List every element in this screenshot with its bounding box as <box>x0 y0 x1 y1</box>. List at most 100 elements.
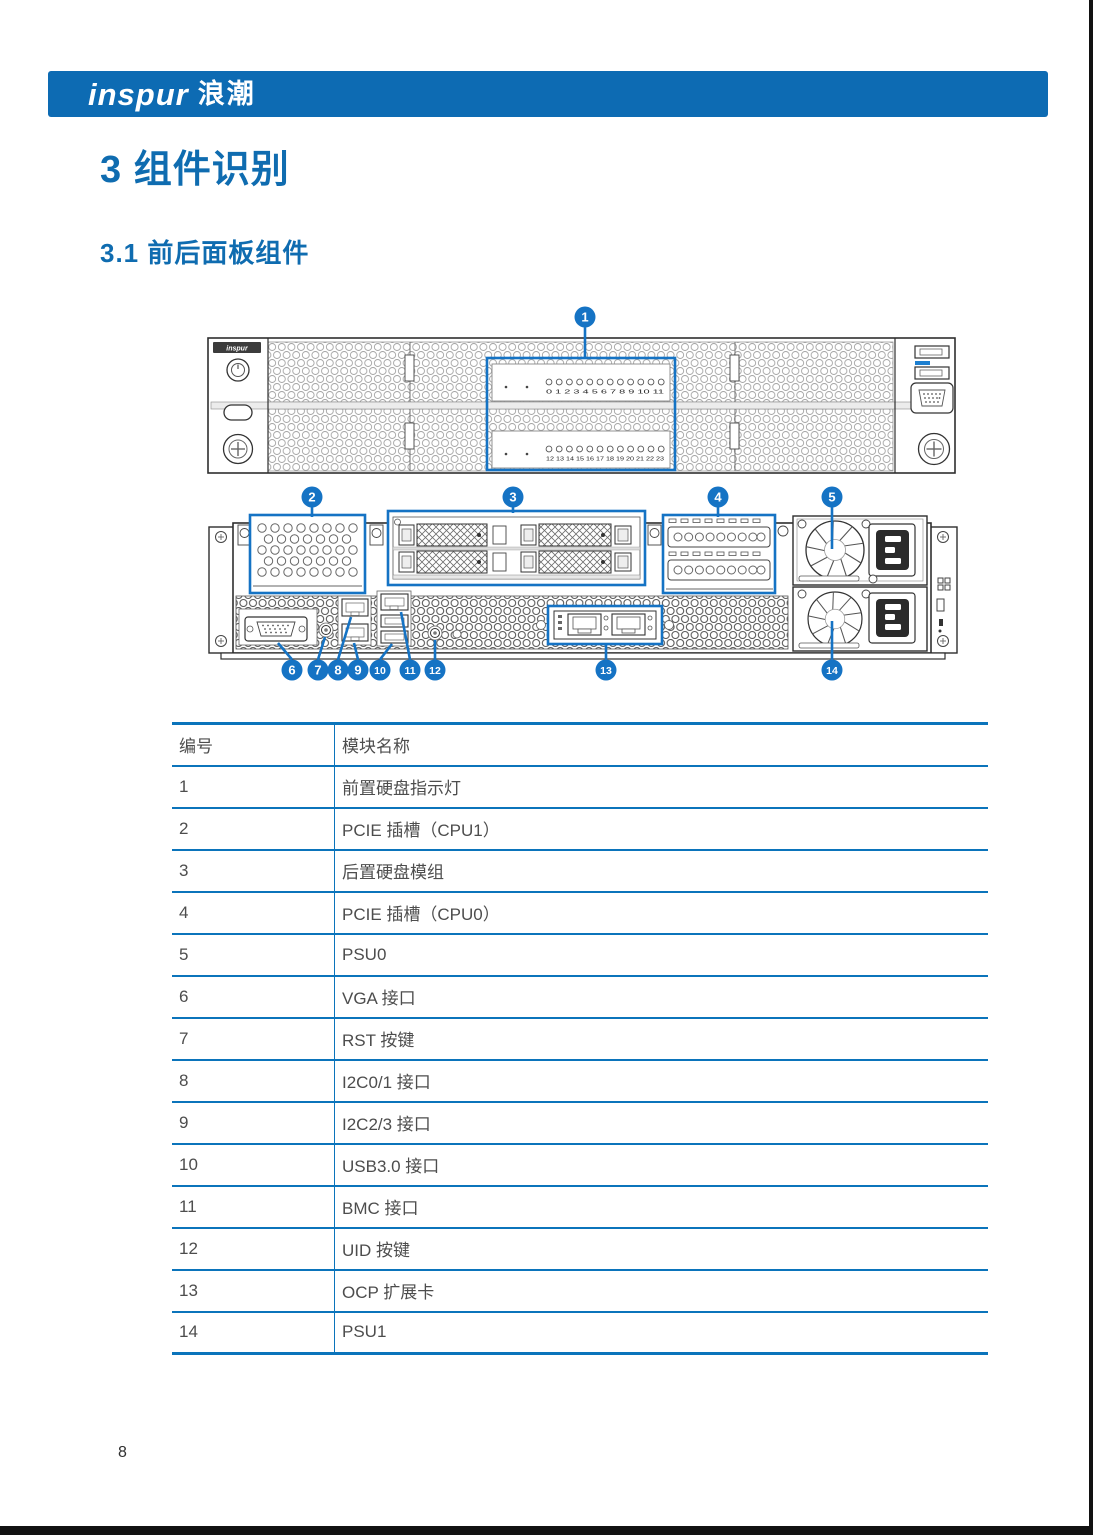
rear-vga-port <box>238 608 318 646</box>
table-row: 12 UID 按键 <box>172 1227 988 1270</box>
front-usb-ports <box>914 345 950 380</box>
callout-11 <box>399 659 421 681</box>
callout-11-label: 11 <box>404 665 415 677</box>
callouts: 1 2 3 4 5 6 7 8 9 10 11 12 13 14 <box>277 306 843 681</box>
callout-4-label: 4 <box>714 490 722 505</box>
callout-8 <box>327 659 349 681</box>
table-header-row: 编号 模块名称 <box>172 723 988 766</box>
inspur-logo-cn: 浪潮 <box>197 78 256 109</box>
callout-2-label: 2 <box>308 490 315 505</box>
row-module-name: 前置硬盘指示灯 <box>334 765 988 808</box>
callout-10 <box>369 659 391 681</box>
callout-10-label: 10 <box>374 665 386 677</box>
row-number: 2 <box>179 818 189 838</box>
table-row: 7 RST 按键 <box>172 1017 988 1060</box>
callout-7 <box>307 659 329 681</box>
row-module-name: I2C0/1 接口 <box>334 1059 988 1102</box>
i2c-ports <box>337 595 372 646</box>
front-panel: inspur <box>207 337 956 474</box>
section-heading: 3.1 前后面板组件 <box>100 238 310 268</box>
table-row: 4 PCIE 插槽（CPU0） <box>172 891 988 934</box>
psu0-fan <box>805 520 865 580</box>
rear-pcie-cpu0-zone <box>661 513 777 595</box>
ocp-card-zone <box>546 604 664 646</box>
row-number: 12 <box>179 1238 198 1258</box>
callout-1-label: 1 <box>581 310 588 325</box>
table-row: 14 PSU1 <box>172 1311 988 1354</box>
row-number: 7 <box>179 1028 189 1048</box>
row-number: 4 <box>179 902 189 922</box>
callout-8-label: 8 <box>334 663 341 678</box>
row-module-name: 后置硬盘模组 <box>334 849 988 892</box>
front-uid-button <box>223 404 253 421</box>
row-module-name: I2C2/3 接口 <box>334 1101 988 1144</box>
led-labels-row2: 12 13 14 15 16 17 18 19 20 21 22 23 <box>546 457 664 463</box>
row-module-name: VGA 接口 <box>334 975 988 1018</box>
table-row: 9 I2C2/3 接口 <box>172 1101 988 1144</box>
psu1-power-inlet <box>868 592 916 644</box>
table-row: 6 VGA 接口 <box>172 975 988 1018</box>
row-number: 3 <box>179 860 189 880</box>
page-edge-right <box>1089 0 1093 1535</box>
psu0-power-inlet <box>868 523 916 577</box>
table-body: 1 前置硬盘指示灯 2 PCIE 插槽（CPU1） 3 后置硬盘模组 4 PCI… <box>172 765 988 1354</box>
front-bezel-logo-plate <box>213 342 261 353</box>
table-row: 3 后置硬盘模组 <box>172 849 988 892</box>
table-row: 2 PCIE 插槽（CPU1） <box>172 807 988 850</box>
table-row: 13 OCP 扩展卡 <box>172 1269 988 1312</box>
row-module-name: UID 按键 <box>334 1227 988 1270</box>
page-edge-bottom <box>0 1526 1093 1535</box>
brand-bar: inspur 浪潮 <box>48 71 1048 117</box>
callout-5-label: 5 <box>828 490 835 505</box>
usb3-blue-tab <box>915 361 930 365</box>
page-number: 8 <box>118 1444 127 1461</box>
callout-1 <box>574 306 596 328</box>
row-module-name: BMC 接口 <box>334 1185 988 1228</box>
row-module-name: USB3.0 接口 <box>334 1143 988 1186</box>
table-row: 11 BMC 接口 <box>172 1185 988 1228</box>
row-number: 9 <box>179 1112 189 1132</box>
row-number: 14 <box>179 1322 198 1342</box>
callout-4 <box>707 486 729 508</box>
chapter-heading: 3 组件识别 <box>100 149 290 191</box>
row-number: 8 <box>179 1070 189 1090</box>
table-row: 10 USB3.0 接口 <box>172 1143 988 1186</box>
led-labels-row1: 0 1 2 3 4 5 6 7 8 9 10 11 <box>546 390 664 396</box>
row-number: 10 <box>179 1154 198 1174</box>
rear-pcie-cpu1-zone <box>248 513 367 595</box>
psu1-fan <box>807 591 863 647</box>
rst-button <box>318 622 334 638</box>
row-module-name: PSU0 <box>334 933 988 976</box>
callout-6-label: 6 <box>288 663 295 678</box>
callout-12 <box>424 659 446 681</box>
header-number: 编号 <box>179 737 213 757</box>
component-table: 编号 模块名称 1 前置硬盘指示灯 2 PCIE 插槽（CPU1） 3 后置硬盘… <box>172 722 988 1355</box>
callout-3-label: 3 <box>509 490 516 505</box>
row-number: 13 <box>179 1280 198 1300</box>
rear-mesh <box>235 595 789 650</box>
table-row: 8 I2C0/1 接口 <box>172 1059 988 1102</box>
row-module-name: OCP 扩展卡 <box>334 1269 988 1312</box>
power-button <box>226 358 250 382</box>
front-bezel-logo-text: inspur <box>226 346 249 353</box>
uid-button <box>427 625 443 641</box>
callout-7-label: 7 <box>314 663 321 678</box>
rear-drive-module-zone <box>386 509 647 587</box>
psu0 <box>792 515 928 586</box>
row-number: 6 <box>179 986 189 1006</box>
callout-9-label: 9 <box>354 663 361 678</box>
row-number: 11 <box>179 1196 197 1216</box>
row-number: 5 <box>179 944 189 964</box>
callout-14 <box>821 659 843 681</box>
front-vga-port <box>910 382 954 414</box>
callout-13 <box>595 659 617 681</box>
callout-13-label: 13 <box>600 665 612 677</box>
server-panel-diagram: inspur <box>207 306 958 681</box>
front-left-thumbscrew <box>222 433 254 465</box>
psu1 <box>792 586 928 652</box>
callout-9 <box>347 659 369 681</box>
row-module-name: PCIE 插槽（CPU0） <box>334 891 988 934</box>
callout-2 <box>301 486 323 508</box>
rear-panel <box>208 509 958 660</box>
inspur-logo: inspur <box>88 76 189 112</box>
